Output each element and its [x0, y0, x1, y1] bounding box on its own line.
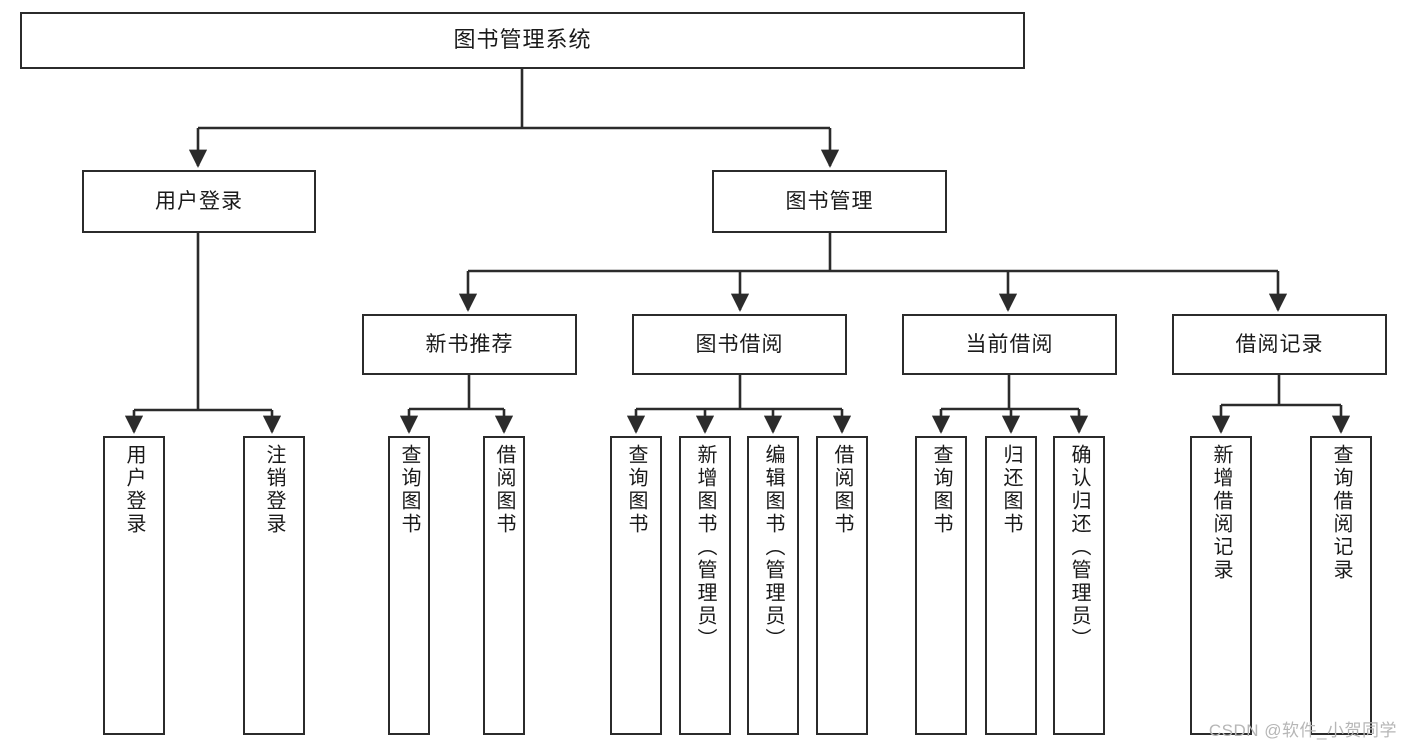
node-borrow-books-1-label: 借阅图书: [493, 444, 515, 536]
node-root-label: 图书管理系统: [453, 27, 592, 53]
node-edit-book-admin[interactable]: 编辑图书（管理员）: [747, 436, 799, 735]
node-user-login-do[interactable]: 用户登录: [103, 436, 165, 735]
node-book-borrowing-label: 图书借阅: [695, 332, 784, 356]
node-query-books-2-label: 查询图书: [625, 444, 647, 536]
node-return-books-label: 归还图书: [1000, 444, 1022, 536]
node-query-books-3[interactable]: 查询图书: [915, 436, 967, 735]
csdn-watermark: CSDN @软件_小贺同学: [1208, 721, 1397, 740]
node-query-books-3-label: 查询图书: [930, 444, 952, 536]
node-confirm-return-admin[interactable]: 确认归还（管理员）: [1053, 436, 1105, 735]
node-query-borrow-record[interactable]: 查询借阅记录: [1310, 436, 1372, 735]
node-user-logout-label: 注销登录: [263, 444, 285, 536]
node-borrow-books-2[interactable]: 借阅图书: [816, 436, 868, 735]
node-user-login-do-label: 用户登录: [123, 444, 145, 536]
node-add-borrow-record[interactable]: 新增借阅记录: [1190, 436, 1252, 735]
node-borrow-records-label: 借阅记录: [1235, 332, 1324, 356]
node-new-book-recommend[interactable]: 新书推荐: [362, 314, 577, 375]
node-query-books-2[interactable]: 查询图书: [610, 436, 662, 735]
node-book-management-label: 图书管理: [785, 189, 874, 213]
node-book-management[interactable]: 图书管理: [712, 170, 947, 233]
node-query-books-1[interactable]: 查询图书: [388, 436, 430, 735]
node-borrow-books-2-label: 借阅图书: [831, 444, 853, 536]
node-book-borrowing[interactable]: 图书借阅: [632, 314, 847, 375]
node-new-book-recommend-label: 新书推荐: [425, 332, 514, 356]
node-add-borrow-record-label: 新增借阅记录: [1210, 444, 1232, 582]
node-add-book-admin[interactable]: 新增图书（管理员）: [679, 436, 731, 735]
node-borrow-books-1[interactable]: 借阅图书: [483, 436, 525, 735]
node-query-books-1-label: 查询图书: [398, 444, 420, 536]
node-confirm-return-admin-label: 确认归还（管理员）: [1068, 444, 1090, 651]
node-user-logout[interactable]: 注销登录: [243, 436, 305, 735]
node-return-books[interactable]: 归还图书: [985, 436, 1037, 735]
node-root[interactable]: 图书管理系统: [20, 12, 1025, 69]
node-edit-book-admin-label: 编辑图书（管理员）: [762, 444, 784, 651]
node-user-login[interactable]: 用户登录: [82, 170, 316, 233]
node-user-login-label: 用户登录: [155, 189, 243, 213]
node-query-borrow-record-label: 查询借阅记录: [1330, 444, 1352, 582]
node-current-borrowing[interactable]: 当前借阅: [902, 314, 1117, 375]
node-add-book-admin-label: 新增图书（管理员）: [694, 444, 716, 651]
node-current-borrowing-label: 当前借阅: [965, 332, 1054, 356]
node-borrow-records[interactable]: 借阅记录: [1172, 314, 1387, 375]
